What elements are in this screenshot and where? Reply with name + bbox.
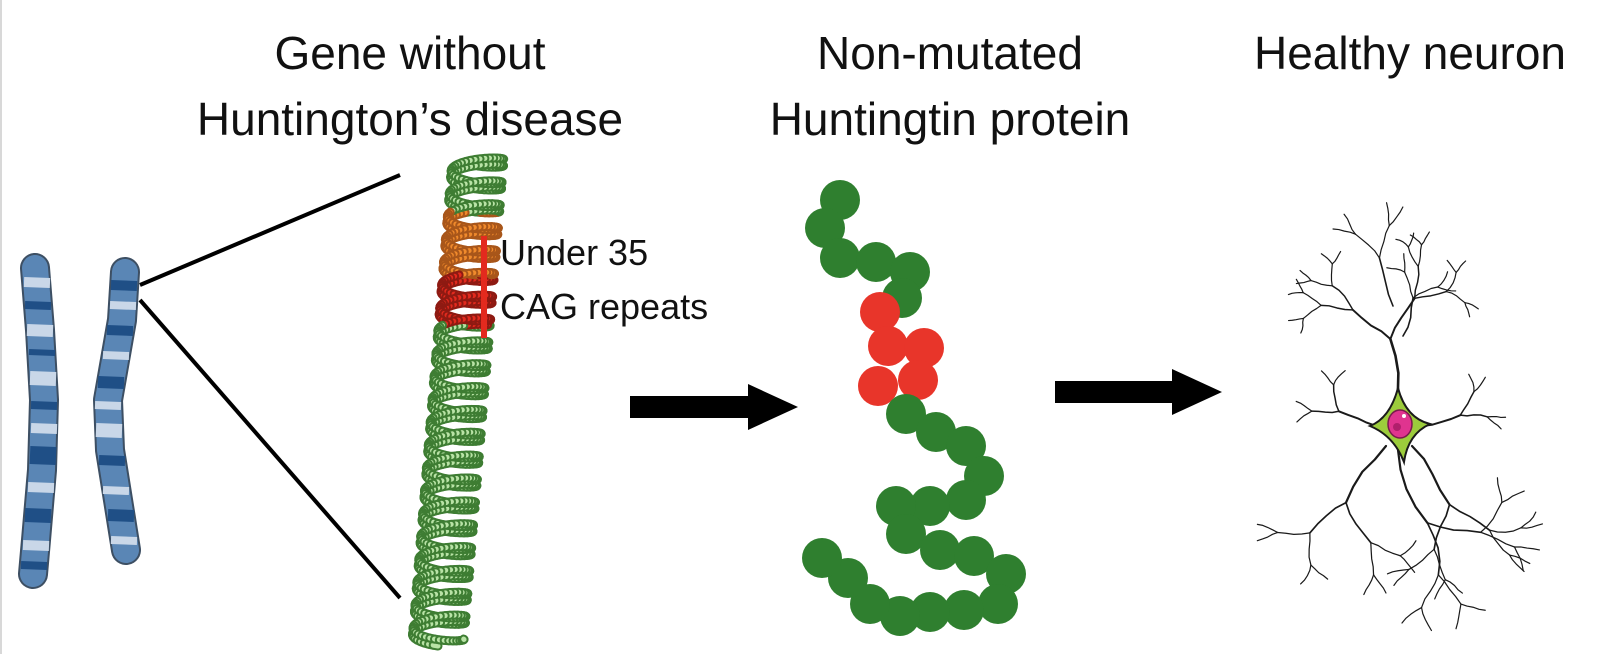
polyglutamine-bead xyxy=(904,328,944,368)
amino-acid-bead xyxy=(910,486,950,526)
amino-acid-bead xyxy=(946,426,986,466)
neuron-title: Healthy neuron xyxy=(1210,20,1610,86)
arrow-right-icon xyxy=(630,384,798,430)
polyglutamine-bead xyxy=(860,292,900,332)
amino-acid-bead xyxy=(805,208,845,248)
amino-acid-bead xyxy=(954,536,994,576)
gene-title-line2: Huntington’s disease xyxy=(196,93,624,145)
protein-title-line1: Non-mutated xyxy=(817,27,1083,79)
zoom-lines xyxy=(138,173,402,600)
amino-acid-bead xyxy=(916,412,956,452)
amino-acid-bead xyxy=(820,238,860,278)
neuron-icon xyxy=(1256,202,1543,632)
neuron-title-line1: Healthy neuron xyxy=(1254,27,1566,79)
amino-acid-bead xyxy=(886,514,926,554)
repeat-label-line1: Under 35 xyxy=(500,232,649,273)
protein-title: Non-mutated Huntingtin protein xyxy=(700,20,1200,152)
chromosome-pair-icon xyxy=(18,253,141,589)
amino-acid-bead xyxy=(856,242,896,282)
repeat-label-line2: CAG repeats xyxy=(500,286,709,327)
repeat-bracket xyxy=(481,236,487,338)
amino-acid-bead xyxy=(880,596,920,636)
amino-acid-bead xyxy=(946,480,986,520)
amino-acid-bead xyxy=(978,584,1018,624)
protein-chain-icon xyxy=(802,180,1026,636)
gene-title: Gene without Huntington’s disease xyxy=(150,20,670,152)
chromosome-right xyxy=(93,257,141,565)
gene-title-line1: Gene without xyxy=(274,27,546,79)
left-border xyxy=(0,0,2,654)
amino-acid-bead xyxy=(910,592,950,632)
amino-acid-bead xyxy=(944,590,984,630)
amino-acid-bead xyxy=(886,394,926,434)
neuron-nucleus xyxy=(1387,409,1413,439)
arrow-right-icon xyxy=(1055,369,1222,415)
polyglutamine-bead xyxy=(898,360,938,400)
amino-acid-bead xyxy=(986,554,1026,594)
protein-title-line2: Huntingtin protein xyxy=(769,93,1131,145)
polyglutamine-bead xyxy=(868,326,908,366)
amino-acid-bead xyxy=(802,538,842,578)
chromosome-left xyxy=(18,253,59,589)
amino-acid-bead xyxy=(920,530,960,570)
dna-helix-icon xyxy=(408,153,509,651)
polyglutamine-bead xyxy=(858,366,898,406)
